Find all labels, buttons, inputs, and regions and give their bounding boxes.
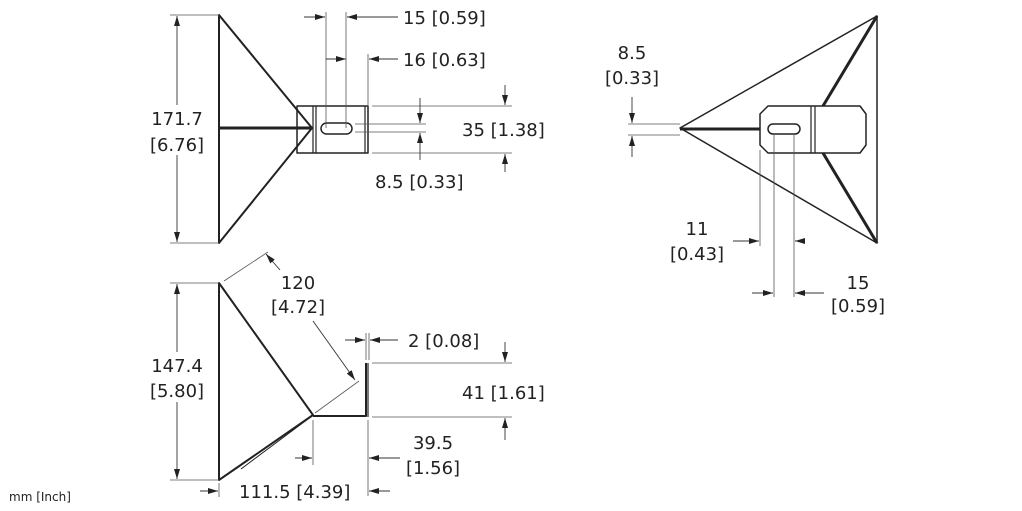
- dim-slot-height: 8.5 [0.33]: [375, 172, 463, 193]
- dim-slot-width: 15 [0.59]: [403, 8, 486, 29]
- dim-height-mm: 171.7: [151, 109, 203, 130]
- dim-thickness: 2 [0.08]: [408, 331, 479, 352]
- dim-edge-length-mm: 120: [281, 273, 315, 294]
- dim-bracket-width: 16 [0.63]: [403, 50, 486, 71]
- dim-slot-length-mm: 15: [847, 273, 870, 294]
- side-view: 8.5 [0.33] 11 [0.43] 15 [0.59]: [605, 15, 885, 317]
- reflector-outline: [679, 15, 878, 244]
- dim-slot-offset-in: [0.43]: [670, 244, 724, 265]
- dim-height-mm: 147.4: [151, 356, 203, 377]
- dim-height-in: [6.76]: [150, 135, 204, 156]
- mounting-slot: [767, 123, 801, 135]
- dim-bracket-height: 35 [1.38]: [462, 120, 545, 141]
- dim-flange-height: 41 [1.61]: [462, 383, 545, 404]
- front-view: 171.7 [6.76] 15 [0.59] 16 [0.63] 35 [1.3…: [150, 8, 545, 244]
- dim-slot-length-in: [0.59]: [831, 296, 885, 317]
- bracket: [759, 105, 867, 154]
- bracket-profile: [313, 363, 367, 417]
- dim-slot-height-in: [0.33]: [605, 68, 659, 89]
- dim-slot-offset-mm: 11: [686, 219, 709, 240]
- units-label: mm [Inch]: [9, 490, 71, 504]
- dim-edge-length-in: [4.72]: [271, 297, 325, 318]
- reflector-outline: [218, 282, 314, 481]
- dim-overall-depth: 111.5 [4.39]: [239, 482, 350, 503]
- top-view: 147.4 [5.80] 120 [4.72] 2 [0.08] 41 [1.6…: [150, 251, 545, 503]
- dim-flange-depth-mm: 39.5: [413, 433, 453, 454]
- bracket: [296, 105, 369, 154]
- dim-slot-height-mm: 8.5: [618, 43, 647, 64]
- mounting-slot: [320, 122, 353, 135]
- dim-flange-depth-in: [1.56]: [406, 458, 460, 479]
- dim-height-in: [5.80]: [150, 381, 204, 402]
